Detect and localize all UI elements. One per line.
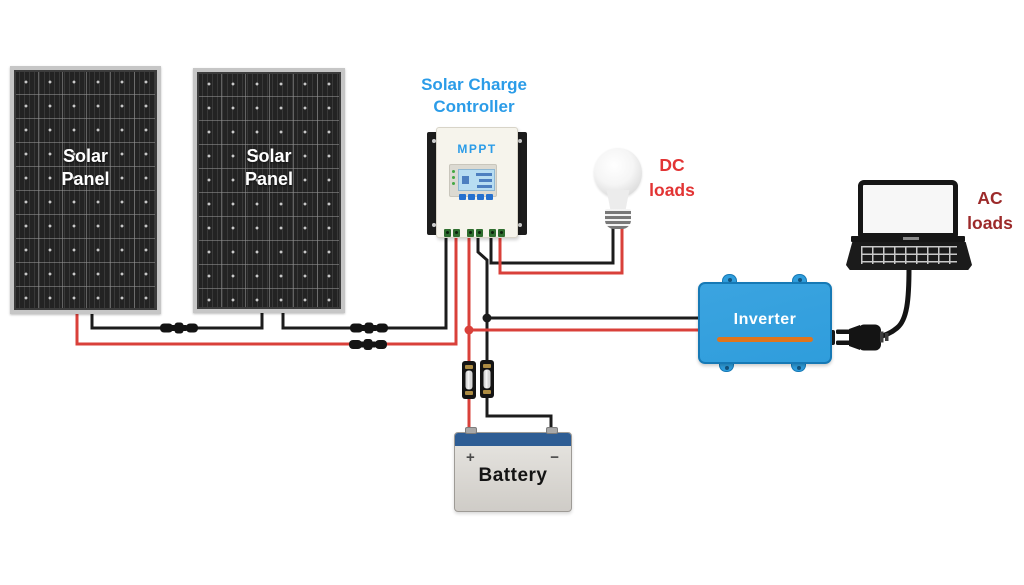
inverter-mount-tab [719, 363, 734, 372]
battery-top-band [455, 433, 571, 446]
wire-dc-load-negative-black [489, 228, 615, 265]
battery-negative-post [546, 427, 558, 434]
wire-battery-negative-black [476, 234, 553, 430]
power-plug-icon [826, 324, 889, 351]
inverter-mount-tab [791, 363, 806, 372]
controller-display-panel [449, 164, 497, 197]
junction-dot-red [464, 325, 474, 335]
dc-loads-label: DC loads [649, 155, 695, 200]
screw-icon [432, 139, 436, 143]
inverter: Inverter [698, 282, 832, 364]
laptop-keys [861, 246, 957, 264]
controller-button [477, 194, 484, 200]
inverter-label: Inverter [733, 311, 797, 328]
fuse-holder [480, 360, 494, 398]
charge-controller: MPPT [436, 127, 518, 238]
laptop-screen [858, 180, 958, 238]
solar-panel-left-label: Solar Panel [61, 146, 110, 189]
lcd-readout [476, 173, 492, 176]
ac-loads-label: AC loads [967, 188, 1013, 233]
laptop-keyboard-base [846, 242, 972, 270]
controller-button [486, 194, 493, 200]
battery: + − Battery [454, 427, 572, 512]
lcd-screen [458, 169, 495, 191]
screw-icon [518, 139, 522, 143]
mppt-label: MPPT [457, 142, 497, 156]
status-led-icon [452, 176, 455, 179]
controller-button [459, 194, 466, 200]
diagram-title: Solar Charge Controller [421, 75, 527, 117]
wire-pv-positive-red [75, 234, 458, 346]
mc4-connector [160, 322, 198, 334]
pv-terminal [453, 229, 460, 237]
wire-dc-load-positive-red [498, 228, 624, 275]
screw-icon [518, 223, 522, 227]
status-led-icon [452, 182, 455, 185]
light-bulb-screw-base [605, 209, 631, 229]
solar-panel-right-label: Solar Panel [244, 146, 294, 189]
solar-panel-left: Solar Panel [10, 66, 161, 314]
inverter-stripe [717, 337, 813, 342]
lcd-icon [462, 176, 469, 184]
controller-button [468, 194, 475, 200]
mc4-connector [350, 322, 388, 334]
fuse-holder [462, 361, 476, 399]
battery-minus-sign: − [550, 449, 559, 466]
inverter-mount-tab [792, 274, 807, 283]
status-led-icon [452, 170, 455, 173]
lcd-readout [477, 185, 492, 188]
pv-terminal [444, 229, 451, 237]
battery-positive-post [465, 427, 477, 434]
junction-dot-black [482, 313, 492, 323]
screw-icon [432, 223, 436, 227]
battery-terminal [467, 229, 474, 237]
inverter-mount-tab [722, 274, 737, 283]
laptop-hinge-notch [903, 237, 919, 240]
battery-label: Battery [478, 465, 548, 486]
lcd-readout [479, 179, 492, 182]
mc4-connector [349, 339, 387, 350]
load-terminal [498, 229, 505, 237]
light-bulb-icon [594, 148, 642, 198]
solar-panel-right: Solar Panel [193, 68, 345, 313]
battery-plus-sign: + [466, 449, 475, 466]
load-terminal [489, 229, 496, 237]
ac-power-cable [874, 265, 912, 340]
battery-terminal [476, 229, 483, 237]
light-bulb-neck [606, 190, 630, 212]
